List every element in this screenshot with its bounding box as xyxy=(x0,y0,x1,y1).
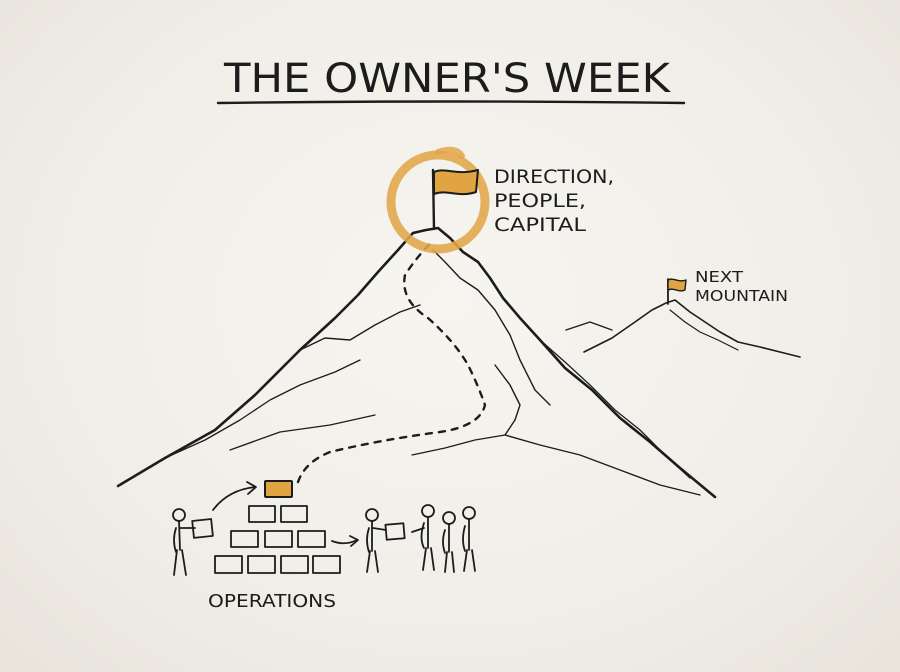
owner-figure-icon xyxy=(172,508,214,576)
summit-flag-icon xyxy=(431,168,479,231)
task-box xyxy=(247,555,276,574)
operations-label: OPERATIONS xyxy=(208,591,336,612)
ridge-line-center xyxy=(432,249,551,406)
task-box xyxy=(248,505,276,523)
ridge-line-left xyxy=(299,304,421,351)
next-mountain-flag-icon xyxy=(667,278,687,305)
next-mountain-label-line-2: MOUNTAIN xyxy=(695,287,788,305)
task-box xyxy=(312,555,341,574)
summit-label: DIRECTION, PEOPLE, CAPITAL xyxy=(494,166,614,236)
task-box xyxy=(214,555,243,574)
summit-label-line-1: DIRECTION, xyxy=(494,166,614,188)
main-mountain xyxy=(116,226,717,499)
team-figures-icon xyxy=(411,504,476,573)
ridge-line-far-right xyxy=(539,339,691,479)
task-box xyxy=(297,530,326,548)
task-box xyxy=(230,530,259,548)
summit-highlight xyxy=(386,146,490,254)
summit-label-line-3: CAPITAL xyxy=(494,214,586,236)
title: THE OWNER'S WEEK xyxy=(223,56,672,102)
dashed-trail xyxy=(296,238,487,484)
curved-arrow-icon xyxy=(212,481,257,511)
task-box xyxy=(280,505,308,523)
delegating-figure-icon xyxy=(365,508,406,573)
next-mountain-outline xyxy=(583,299,801,358)
next-mountain-label-line-1: NEXT xyxy=(695,268,744,286)
task-box xyxy=(280,555,309,574)
next-mountain-ridge xyxy=(669,309,739,351)
title-underline xyxy=(216,100,686,105)
next-mountain xyxy=(565,299,801,358)
ridge-line-lower-left xyxy=(164,359,361,459)
ridge-line-base-center xyxy=(411,434,506,456)
main-mountain-outline xyxy=(116,226,717,499)
summit-circle xyxy=(386,150,490,254)
highlighted-task-box xyxy=(264,480,293,498)
task-box xyxy=(264,530,293,548)
summit-label-line-2: PEOPLE, xyxy=(494,190,586,212)
next-mountain-label: NEXT MOUNTAIN xyxy=(695,268,788,305)
handoff-arrow-icon xyxy=(331,535,359,547)
next-mountain-side-peak xyxy=(565,321,613,331)
summit-circle-overlap xyxy=(435,146,465,159)
task-box-pyramid xyxy=(214,505,341,574)
ridge-line-right xyxy=(494,364,701,496)
ridge-line-base-left xyxy=(229,414,376,451)
